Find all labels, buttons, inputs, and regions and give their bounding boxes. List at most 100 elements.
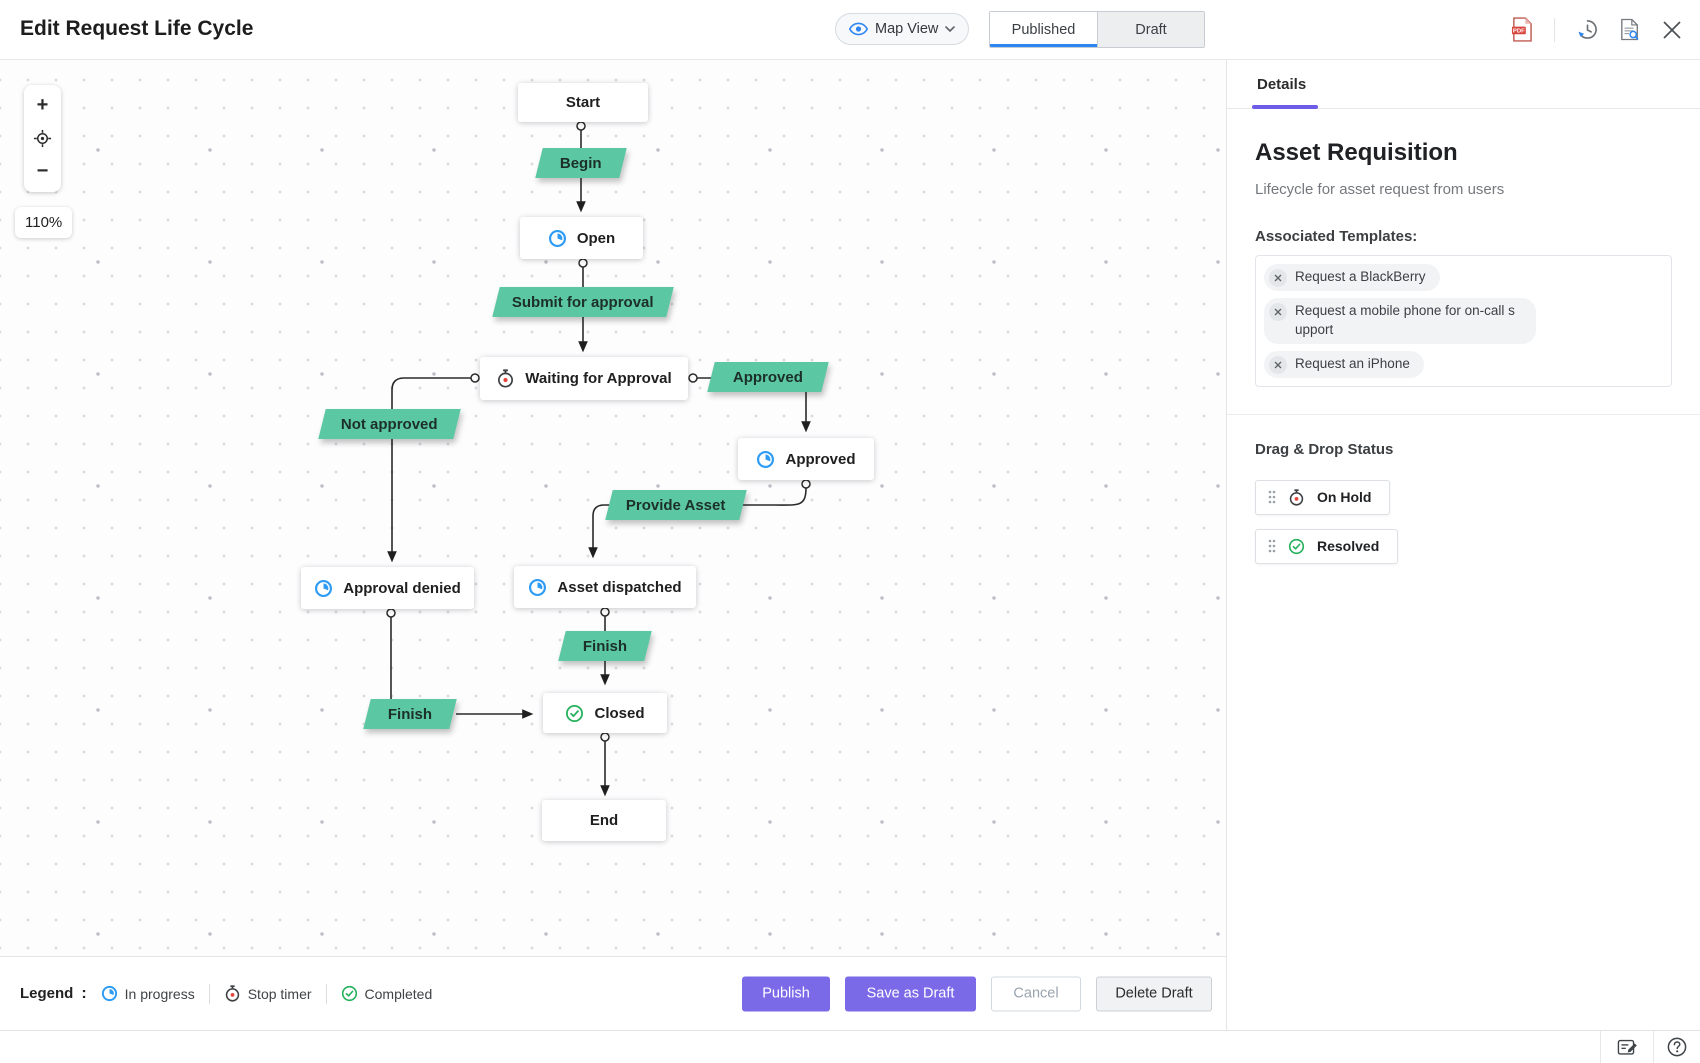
legend-item-completed: Completed <box>341 985 432 1002</box>
node-approval-denied[interactable]: Approval denied <box>301 567 474 609</box>
close-icon <box>1274 361 1282 369</box>
panel-tabs: Details <box>1227 60 1700 109</box>
divider <box>325 983 327 1004</box>
legend-item-in-progress: In progress <box>101 985 195 1002</box>
feedback-icon <box>1617 1039 1637 1055</box>
panel-divider <box>1227 413 1700 415</box>
tab-published[interactable]: Published <box>990 12 1097 47</box>
status-list: On Hold Resolved <box>1255 479 1672 564</box>
legend: Legend : In progress Stop timer Complete… <box>20 983 432 1004</box>
drag-handle-icon <box>1268 490 1276 504</box>
legend-colon: : <box>81 984 87 1002</box>
history-icon <box>1578 20 1597 39</box>
node-waiting-for-approval[interactable]: Waiting for Approval <box>480 357 688 400</box>
status-card-resolved[interactable]: Resolved <box>1255 528 1399 564</box>
close-icon <box>1274 274 1282 282</box>
zoom-center-button[interactable] <box>24 122 61 155</box>
drag-drop-label: Drag & Drop Status <box>1255 440 1394 458</box>
save-as-draft-button[interactable]: Save as Draft <box>845 976 976 1011</box>
status-label: Resolved <box>1317 538 1380 555</box>
node-approved[interactable]: Approved <box>738 438 874 480</box>
node-end[interactable]: End <box>542 800 666 841</box>
in-progress-icon <box>101 985 117 1002</box>
flow-canvas[interactable]: + − 110% Start <box>0 60 1226 956</box>
zoom-level-badge: 110% <box>15 207 73 238</box>
zoom-in-button[interactable]: + <box>36 94 49 116</box>
header-actions: PDF <box>1511 0 1682 59</box>
stop-timer-icon <box>498 369 514 388</box>
action-buttons: Publish Save as Draft Cancel Delete Draf… <box>742 976 1212 1011</box>
help-icon <box>1667 1037 1687 1057</box>
remove-button[interactable] <box>1269 355 1287 374</box>
chip-label: Request a BlackBerry <box>1295 269 1426 284</box>
svg-text:PDF: PDF <box>1513 29 1525 35</box>
preview-button[interactable] <box>1620 18 1640 41</box>
view-selector-label: Map View <box>875 21 939 37</box>
delete-draft-button[interactable]: Delete Draft <box>1096 976 1212 1011</box>
pdf-icon: PDF <box>1511 17 1532 42</box>
transition-approved[interactable]: Approved <box>707 362 829 392</box>
completed-icon <box>341 985 357 1002</box>
chevron-down-icon <box>945 26 956 32</box>
transition-not-approved[interactable]: Not approved <box>318 409 461 439</box>
transition-begin[interactable]: Begin <box>535 148 627 178</box>
publish-button[interactable]: Publish <box>742 976 830 1011</box>
document-search-icon <box>1621 18 1639 41</box>
main-area: + − 110% Start <box>0 60 1700 1030</box>
legend-label: Legend <box>20 985 74 1002</box>
zoom-controls: + − <box>24 85 61 192</box>
chip-label: Request an iPhone <box>1295 355 1410 371</box>
help-button[interactable] <box>1653 1031 1700 1063</box>
close-icon <box>1274 308 1282 316</box>
transition-submit-for-approval[interactable]: Submit for approval <box>492 287 674 317</box>
history-button[interactable] <box>1577 19 1598 40</box>
remove-button[interactable] <box>1269 303 1287 321</box>
stop-timer-icon <box>1289 489 1304 506</box>
status-label: On Hold <box>1317 489 1372 506</box>
template-chip: Request a mobile phone for on-call suppo… <box>1264 298 1536 344</box>
transition-finish-from-dispatched[interactable]: Finish <box>558 631 652 661</box>
transition-provide-asset[interactable]: Provide Asset <box>605 490 747 520</box>
lifecycle-subtitle: Lifecycle for asset request from users <box>1255 181 1505 198</box>
header-bar: Edit Request Life Cycle Map View Publish… <box>0 0 1700 60</box>
drag-handle-icon <box>1268 539 1276 553</box>
crosshair-icon <box>33 129 52 148</box>
view-selector[interactable]: Map View <box>835 13 970 45</box>
panel-body: Asset Requisition Lifecycle for asset re… <box>1227 139 1700 387</box>
node-open[interactable]: Open <box>520 217 643 259</box>
drag-drop-section: Drag & Drop Status On Hold Resolved <box>1227 441 1700 564</box>
close-icon <box>1663 20 1681 39</box>
template-chip: Request a BlackBerry <box>1264 264 1440 291</box>
cancel-button[interactable]: Cancel <box>991 976 1081 1011</box>
completed-icon <box>1288 538 1305 554</box>
completed-icon <box>566 704 584 722</box>
templates-label: Associated Templates: <box>1255 228 1418 245</box>
canvas-column: + − 110% Start <box>0 60 1226 1030</box>
action-bar: Legend : In progress Stop timer Complete… <box>0 956 1226 1030</box>
feedback-button[interactable] <box>1600 1031 1653 1063</box>
node-start[interactable]: Start <box>518 83 648 122</box>
eye-icon <box>849 22 868 36</box>
status-card-on-hold[interactable]: On Hold <box>1255 479 1391 515</box>
zoom-out-button[interactable]: − <box>36 160 49 182</box>
stop-timer-icon <box>225 985 239 1002</box>
chip-label: Request a mobile phone for on-call suppo… <box>1295 303 1515 337</box>
in-progress-icon <box>315 579 333 597</box>
remove-button[interactable] <box>1269 269 1287 287</box>
tab-details[interactable]: Details <box>1251 76 1319 109</box>
divider <box>1554 17 1555 42</box>
node-closed[interactable]: Closed <box>543 693 667 733</box>
transition-finish-from-denied[interactable]: Finish <box>363 699 457 729</box>
tab-draft[interactable]: Draft <box>1097 12 1204 47</box>
page-title: Edit Request Life Cycle <box>20 17 254 40</box>
close-button[interactable] <box>1662 20 1682 40</box>
lifecycle-title: Asset Requisition <box>1255 139 1458 166</box>
in-progress-icon <box>548 229 566 247</box>
template-chip: Request an iPhone <box>1264 350 1424 378</box>
export-pdf-button[interactable]: PDF <box>1511 17 1532 42</box>
templates-box: Request a BlackBerry Request a mobile ph… <box>1255 255 1672 387</box>
node-asset-dispatched[interactable]: Asset dispatched <box>514 566 696 608</box>
legend-item-stop-timer: Stop timer <box>224 985 312 1002</box>
in-progress-icon <box>757 450 775 468</box>
details-panel: Details Asset Requisition Lifecycle for … <box>1226 60 1700 1030</box>
